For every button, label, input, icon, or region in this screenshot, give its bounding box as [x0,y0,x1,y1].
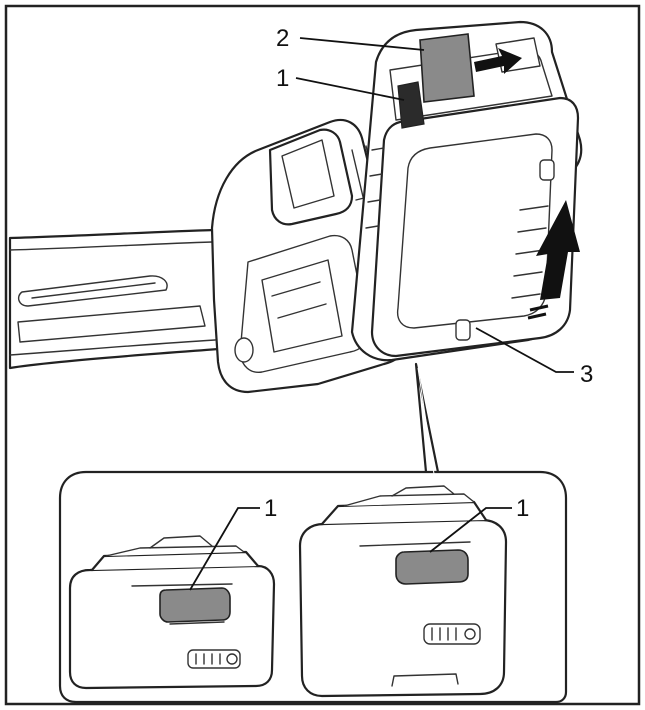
battery-level-indicator-right [423,623,481,645]
inset-release-button-left [159,587,231,623]
arrow-right-icon [474,48,522,74]
inset-battery-small [68,535,276,690]
leader-3 [475,327,574,373]
figure-frame [4,4,641,706]
leader-2 [299,37,425,51]
arrow-up-icon [527,200,580,320]
release-button [397,81,425,129]
callout-2: 2 [276,25,289,52]
callout-3: 3 [580,361,593,388]
inset-battery-large [298,485,508,698]
red-indicator-window [419,33,475,103]
callout-1: 1 [276,65,289,92]
leader-inset-1-right [429,507,512,553]
battery-cartridge [350,20,583,362]
leader-1 [295,77,405,101]
callout-inset-1-right: 1 [516,495,529,522]
battery-level-indicator-left [187,649,241,669]
callout-inset-1-left: 1 [264,495,277,522]
inset-release-button-right [395,549,469,585]
leader-inset-1-left [189,507,260,591]
tool-body [8,118,412,394]
